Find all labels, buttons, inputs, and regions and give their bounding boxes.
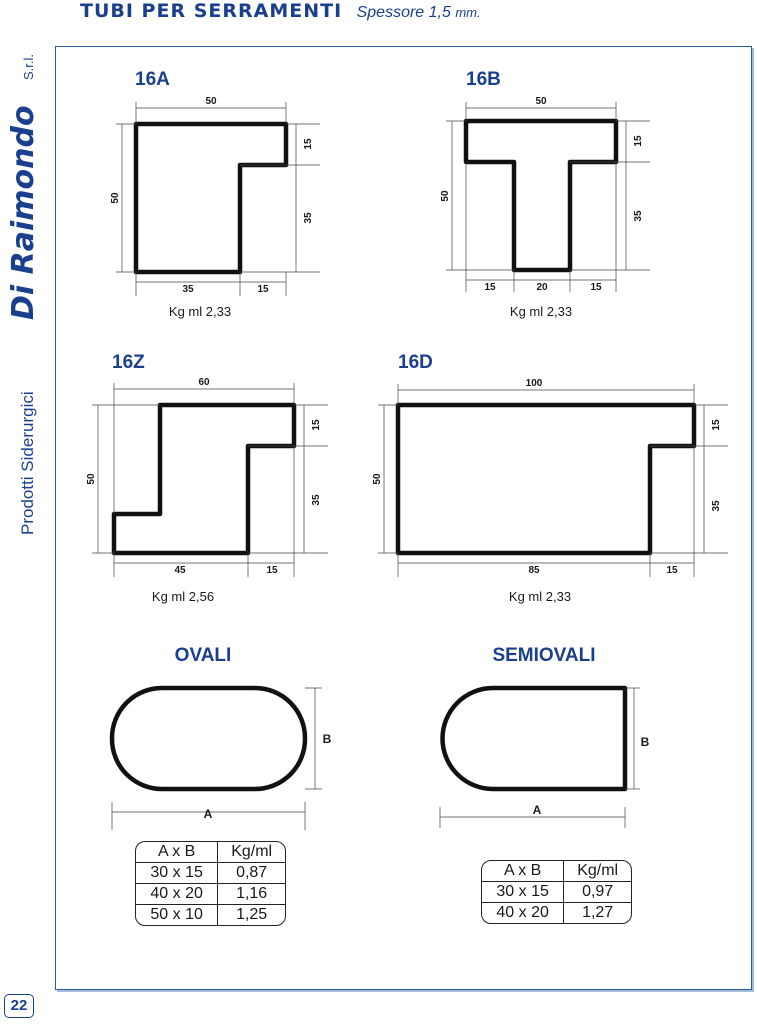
profile-outline [395,402,697,556]
dim-top-height: 15 [633,135,644,147]
semiovali-title: SEMIOVALI [492,645,595,666]
dim-bottom-left: 85 [528,565,540,576]
dim-height: 50 [440,190,451,202]
dim-top-height: 15 [311,419,322,431]
thickness-text: Spessore 1,5 [356,4,451,21]
label-a: A [204,807,213,821]
dim-bottom-height: 35 [633,210,644,222]
dim-height: 50 [110,192,121,204]
dim-bottom-left: 15 [484,282,496,293]
ovali-title: OVALI [175,645,232,666]
ovali-table: A x B Kg/ml 30 x 15 0,87 40 x 20 1,16 50… [135,841,286,926]
brand-logo: Di Raimondo [6,105,41,320]
table-row: 30 x 15 0,87 [136,862,285,884]
page-title: TUBI PER SERRAMENTI [80,0,343,22]
dim-width: 50 [535,96,547,107]
dim-bottom-left: 35 [182,284,194,295]
cell-dimensions: 40 x 20 [482,902,564,923]
table-row: 50 x 10 1,25 [136,904,285,925]
label-a: A [533,803,542,817]
cell-weight: 1,16 [217,883,285,905]
semiovale-outline [440,685,628,792]
page-number: 22 [4,994,34,1018]
cell-dimensions: 30 x 15 [482,881,564,903]
dim-height: 50 [86,473,97,485]
dim-height: 50 [372,473,383,485]
ovale-outline [109,685,308,792]
col-header-weight: Kg/ml [217,842,285,863]
table-row: 40 x 20 1,16 [136,883,285,905]
table-row: 30 x 15 0,97 [482,881,631,903]
cell-weight: 1,25 [217,904,285,925]
label-b: B [323,732,332,746]
ovali-section: OVALI A B [109,645,332,830]
dim-bottom-right: 15 [266,565,278,576]
dim-bottom-right: 15 [257,284,269,295]
profile-16z: 16Z 60 15 35 50 45 15 Kg ml 2,56 [86,352,328,604]
dim-width: 100 [526,378,543,389]
label-b: B [641,735,650,749]
profile-code: 16B [466,69,501,90]
col-header-dimensions: A x B [482,861,564,882]
table-row: 40 x 20 1,27 [482,902,631,923]
cell-dimensions: 40 x 20 [136,883,218,905]
page-header: TUBI PER SERRAMENTI Spessore 1,5 mm. [80,0,481,26]
profile-code: 16Z [112,352,145,373]
col-header-dimensions: A x B [136,842,218,863]
profile-16a: 16A 50 15 35 50 35 15 Kg ml 2,33 [110,69,320,319]
dim-bottom-center: 20 [536,282,548,293]
dim-bottom-right: 15 [666,565,678,576]
profile-weight: Kg ml 2,33 [169,304,231,319]
cell-dimensions: 30 x 15 [136,862,218,884]
cell-weight: 0,87 [217,862,285,884]
dim-width: 60 [198,377,210,388]
profile-code: 16D [398,352,433,373]
profile-outline [111,402,297,556]
cell-weight: 1,27 [563,902,631,923]
profile-weight: Kg ml 2,33 [510,304,572,319]
content-frame [55,46,752,990]
brand-tagline: Prodotti Siderurgici [18,391,37,535]
dim-bottom-height: 35 [311,494,322,506]
dim-top-height: 15 [303,138,314,150]
dim-bottom-right: 15 [590,282,602,293]
profile-16b: 16B 50 15 35 50 15 20 15 Kg ml 2,33 [440,69,650,319]
profile-weight: Kg ml 2,33 [509,589,571,604]
profile-weight: Kg ml 2,56 [152,589,214,604]
thickness-unit: mm. [455,5,481,20]
cell-dimensions: 50 x 10 [136,904,218,925]
dim-bottom-height: 35 [711,500,722,512]
col-header-weight: Kg/ml [563,861,631,882]
semiovali-table: A x B Kg/ml 30 x 15 0,97 40 x 20 1,27 [481,860,632,924]
dim-top-height: 15 [711,419,722,431]
profile-outline [133,121,289,275]
dim-bottom-height: 35 [303,212,314,224]
profile-code: 16A [135,69,170,90]
semiovali-section: SEMIOVALI A B [439,645,650,828]
dim-bottom-left: 45 [174,565,186,576]
cell-weight: 0,97 [563,881,631,903]
side-brand: Di Raimondo S.r.l. Prodotti Siderurgici [6,54,41,535]
thickness-subtitle: Spessore 1,5 mm. [357,4,481,21]
profile-outline [463,118,619,273]
dim-width: 50 [205,96,217,107]
profile-16d: 16D 100 15 35 50 85 15 Kg ml 2,33 [372,352,728,604]
brand-suffix: S.r.l. [21,54,36,80]
